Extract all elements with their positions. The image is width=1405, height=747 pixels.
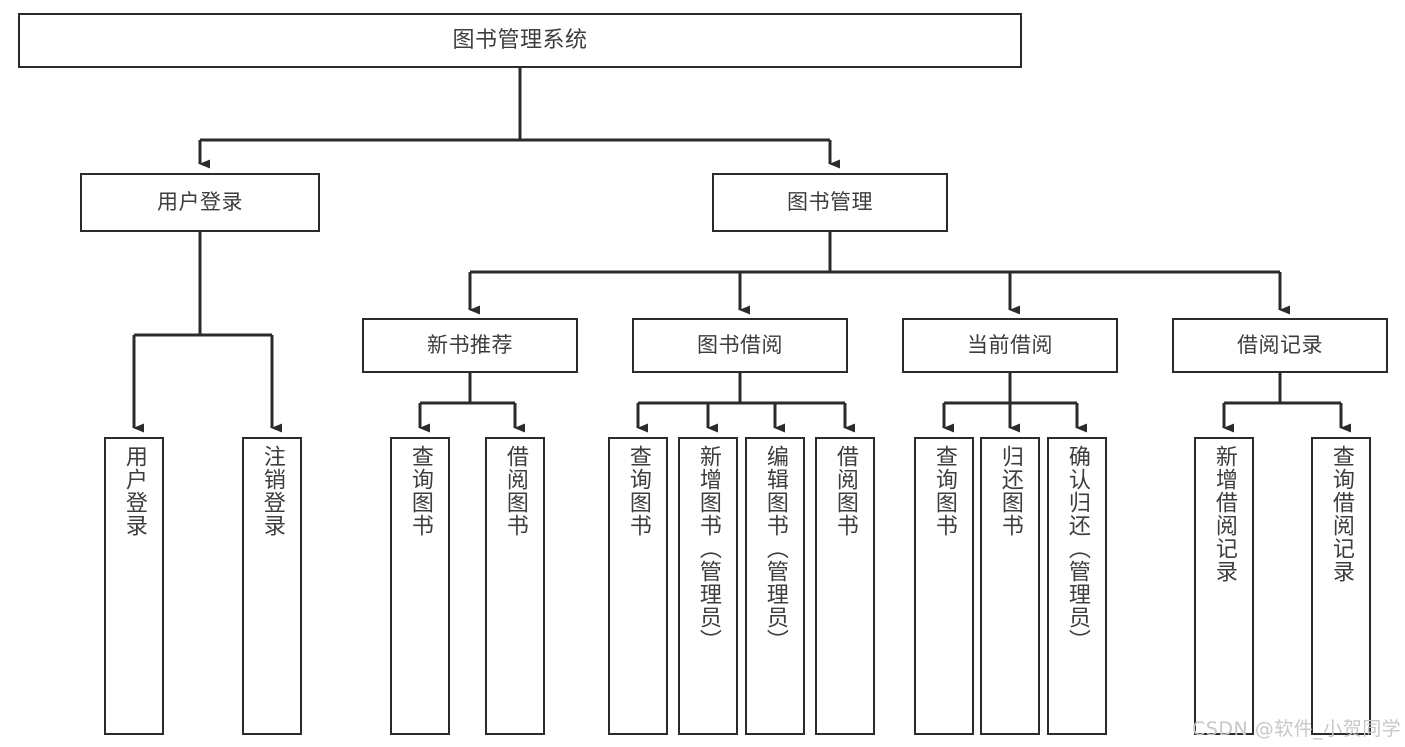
- node-leaf-edit-book-admin[interactable]: 编辑图书（管理员）: [745, 437, 805, 735]
- node-leaf-query-book-borrow[interactable]: 查询图书: [608, 437, 668, 735]
- node-label: 借阅图书: [502, 445, 528, 537]
- node-user-login[interactable]: 用户登录: [80, 173, 320, 232]
- node-label: 当前借阅: [967, 333, 1053, 358]
- node-label: 查询借阅记录: [1328, 445, 1354, 583]
- node-label: 新增借阅记录: [1211, 445, 1237, 583]
- node-leaf-query-book-recommend[interactable]: 查询图书: [390, 437, 450, 735]
- node-label: 查询图书: [625, 445, 651, 537]
- node-leaf-user-login[interactable]: 用户登录: [104, 437, 164, 735]
- node-leaf-return-book[interactable]: 归还图书: [980, 437, 1040, 735]
- node-label: 查询图书: [931, 445, 957, 537]
- node-leaf-borrow-book-recommend[interactable]: 借阅图书: [485, 437, 545, 735]
- node-leaf-add-borrow-record[interactable]: 新增借阅记录: [1194, 437, 1254, 735]
- node-current-borrow[interactable]: 当前借阅: [902, 318, 1118, 373]
- node-borrow-record[interactable]: 借阅记录: [1172, 318, 1388, 373]
- node-label: 图书管理系统: [452, 27, 588, 53]
- node-label: 借阅记录: [1237, 333, 1323, 358]
- node-new-book-recommend[interactable]: 新书推荐: [362, 318, 578, 373]
- node-root-system[interactable]: 图书管理系统: [18, 13, 1022, 68]
- node-leaf-borrow-book[interactable]: 借阅图书: [815, 437, 875, 735]
- csdn-watermark: CSDN @软件_小贺同学: [1192, 718, 1402, 740]
- node-leaf-add-book-admin[interactable]: 新增图书（管理员）: [678, 437, 738, 735]
- node-label: 用户登录: [157, 190, 243, 215]
- node-label: 借阅图书: [832, 445, 858, 537]
- node-leaf-query-borrow-record[interactable]: 查询借阅记录: [1311, 437, 1371, 735]
- node-label: 图书借阅: [697, 333, 783, 358]
- node-leaf-logout[interactable]: 注销登录: [242, 437, 302, 735]
- node-label: 查询图书: [407, 445, 433, 537]
- node-book-borrow[interactable]: 图书借阅: [632, 318, 848, 373]
- node-book-manage[interactable]: 图书管理: [712, 173, 948, 232]
- node-leaf-query-book-current[interactable]: 查询图书: [914, 437, 974, 735]
- node-label: 确认归还（管理员）: [1064, 445, 1090, 652]
- node-label: 图书管理: [787, 190, 873, 215]
- node-leaf-confirm-return-admin[interactable]: 确认归还（管理员）: [1047, 437, 1107, 735]
- node-label: 注销登录: [259, 445, 285, 537]
- node-label: 用户登录: [121, 445, 147, 537]
- node-label: 新增图书（管理员）: [695, 445, 721, 652]
- node-label: 编辑图书（管理员）: [762, 445, 788, 652]
- node-label: 新书推荐: [427, 333, 513, 358]
- node-label: 归还图书: [997, 445, 1023, 537]
